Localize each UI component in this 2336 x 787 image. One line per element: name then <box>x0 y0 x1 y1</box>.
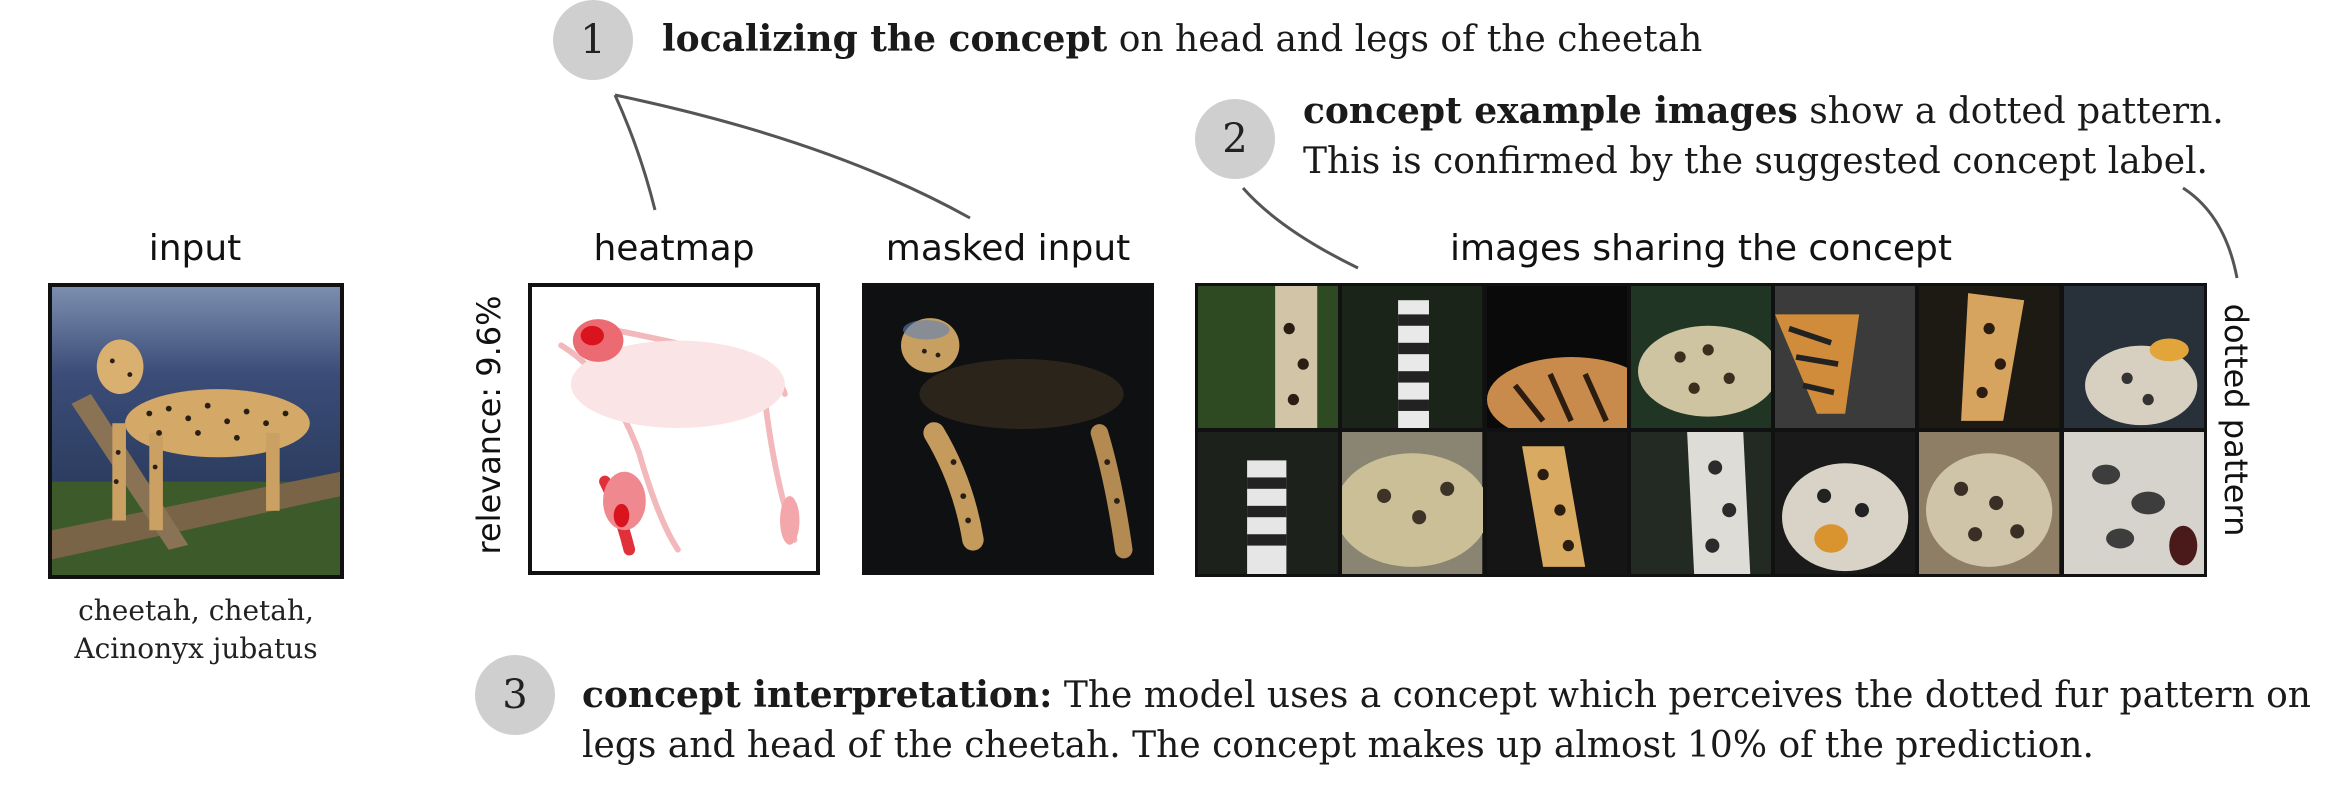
step-2-rest: show a dotted pattern. <box>1797 91 2224 132</box>
step-3-badge: 3 <box>475 655 555 735</box>
concept-example-image <box>1198 432 1339 574</box>
concept-example-image <box>1486 286 1627 428</box>
connector-step1-heatmap <box>613 94 657 211</box>
step-3-bold: concept interpretation: <box>582 674 1053 716</box>
step-1-badge: 1 <box>553 0 633 80</box>
concept-example-image <box>2063 432 2204 574</box>
concept-example-image <box>1919 286 2060 428</box>
concept-example-image <box>1630 286 1772 428</box>
concept-example-image <box>2063 286 2204 428</box>
step-2-number: 2 <box>1222 116 1248 162</box>
masked-image <box>862 283 1154 575</box>
concept-example-image <box>1486 432 1627 574</box>
concept-image-grid <box>1195 283 2207 577</box>
concept-example-image <box>1198 286 1339 428</box>
heatmap-drawing <box>558 319 800 556</box>
input-image <box>48 283 344 579</box>
step-3-text: concept interpretation: The model uses a… <box>582 670 2311 771</box>
concept-example-image <box>1919 432 2060 574</box>
input-caption-line2: Acinonyx jubatus <box>74 632 318 665</box>
step-1-rest: on head and legs of the cheetah <box>1107 19 1703 60</box>
concept-example-image <box>1775 286 1916 428</box>
concept-label: dotted pattern <box>2217 303 2255 537</box>
step-1-bold: localizing the concept <box>662 18 1108 60</box>
input-caption-line1: cheetah, chetah, <box>78 594 314 627</box>
step-3-rest: The model uses a concept which perceives… <box>1052 675 2311 716</box>
step-1-text: localizing the concept on head and legs … <box>662 14 1702 65</box>
connector-step1-masked <box>614 93 971 220</box>
concept-example-image <box>1342 432 1483 574</box>
heatmap-image <box>528 283 820 575</box>
cheetah-photo <box>52 287 340 575</box>
step-2-text: concept example images show a dotted pat… <box>1303 86 2224 187</box>
relevance-label: relevance: 9.6% <box>470 295 508 555</box>
masked-drawing <box>866 287 1150 571</box>
step-3-line2: legs and head of the cheetah. The concep… <box>582 725 2094 766</box>
sharing-title: images sharing the concept <box>1450 228 1952 269</box>
step-2-bold: concept example images <box>1303 90 1798 132</box>
step-2-line2: This is confirmed by the suggested conce… <box>1303 141 2208 182</box>
heatmap-title: heatmap <box>593 228 755 269</box>
step-2-badge: 2 <box>1195 99 1275 179</box>
input-caption: cheetah, chetah, Acinonyx jubatus <box>28 592 364 668</box>
masked-title: masked input <box>885 228 1131 269</box>
concept-example-image <box>1342 286 1483 428</box>
concept-example-image <box>1630 432 1772 574</box>
step-1-number: 1 <box>580 17 606 63</box>
input-title: input <box>148 228 242 269</box>
concept-example-image <box>1775 432 1916 574</box>
step-3-number: 3 <box>502 672 528 718</box>
